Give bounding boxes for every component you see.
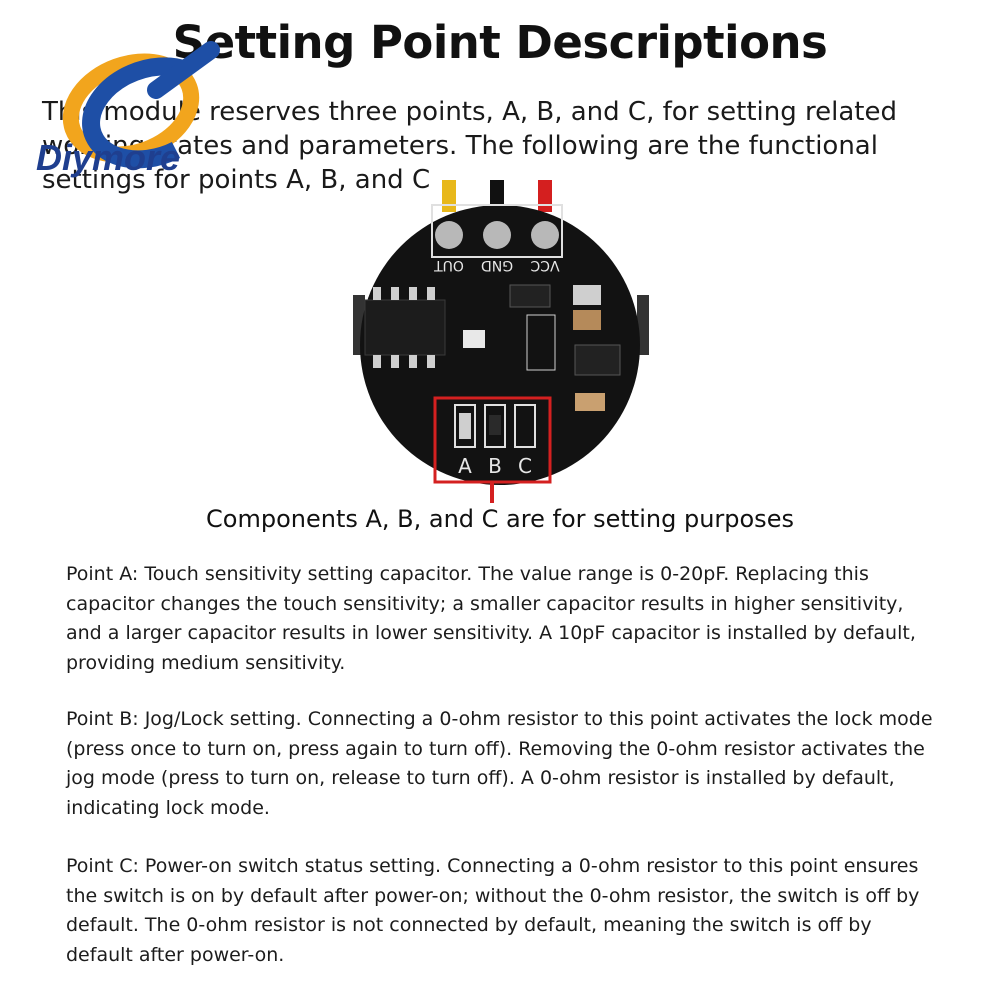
brand-logo: Diymore [36, 41, 220, 178]
pin-label-vcc: VCC [530, 257, 559, 273]
point-b-description: Point B: Jog/Lock setting. Connecting a … [66, 708, 933, 819]
image-caption: Components A, B, and C are for setting p… [206, 505, 794, 533]
pin-label-gnd: GND [481, 257, 513, 273]
point-c-description: Point C: Power-on switch status setting.… [66, 855, 920, 966]
pcb-board-image: OUT GND VCC A B C [353, 180, 649, 503]
point-label-c: C [518, 454, 532, 478]
logo-wordmark: Diymore [36, 137, 180, 178]
point-label-a: A [458, 454, 472, 478]
page-title: Setting Point Descriptions [172, 16, 828, 69]
point-label-b: B [488, 454, 502, 478]
pin-label-out: OUT [434, 257, 464, 273]
point-a-description: Point A: Touch sensitivity setting capac… [66, 563, 916, 674]
